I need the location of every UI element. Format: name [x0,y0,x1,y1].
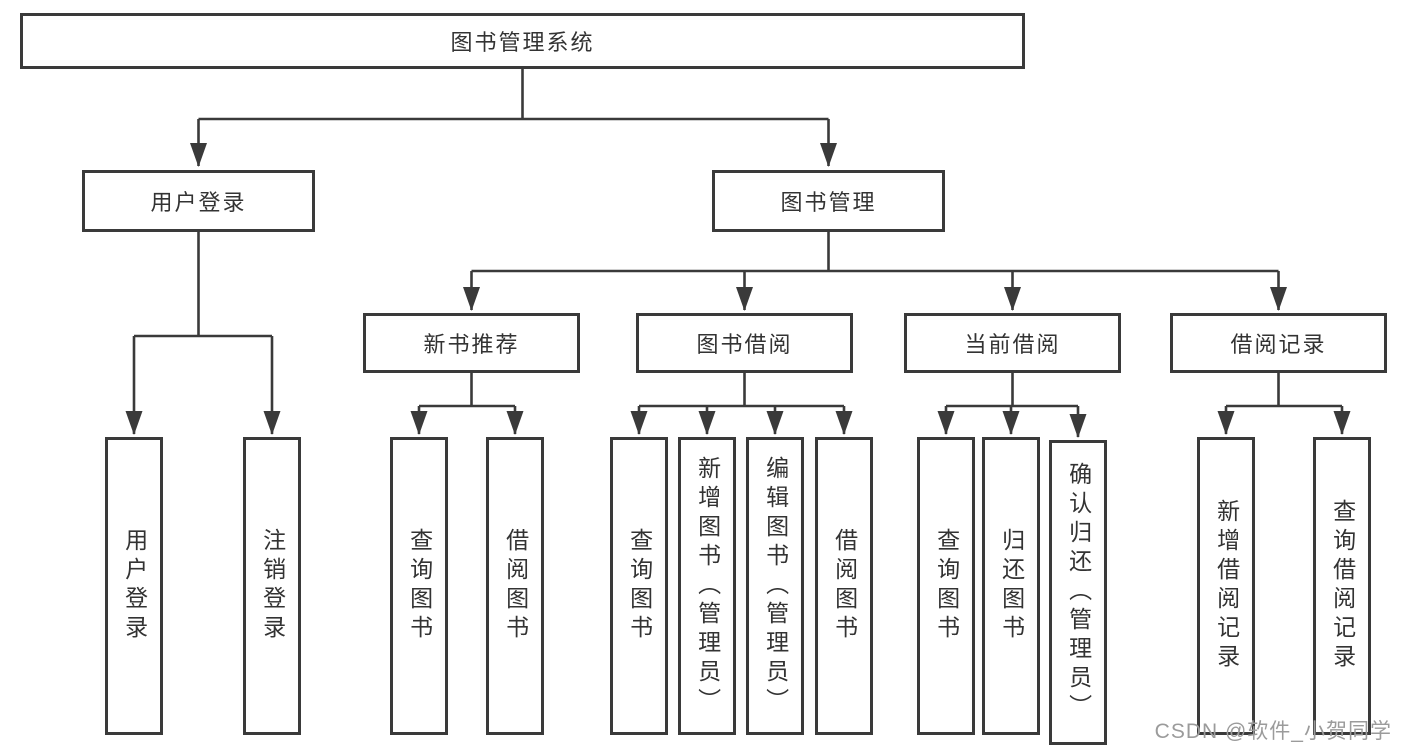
node-user-login: 用户登录 [82,170,315,232]
leaf-current-query-books: 查询图书 [917,437,975,735]
csdn-watermark: CSDN @软件_小贺同学 [1154,720,1392,743]
leaf-confirm-return-admin: 确认归还（管理员） [1049,440,1107,745]
node-current-borrow: 当前借阅 [904,313,1121,373]
leaf-return-books: 归还图书 [982,437,1040,735]
node-root: 图书管理系统 [20,13,1025,69]
node-borrow-records: 借阅记录 [1170,313,1387,373]
leaf-user-login: 用户登录 [105,437,163,735]
leaf-recommend-query-books: 查询图书 [390,437,448,735]
node-book-borrow: 图书借阅 [636,313,853,373]
leaf-add-borrow-record: 新增借阅记录 [1197,437,1255,735]
leaf-borrow-query-books: 查询图书 [610,437,668,735]
node-new-book-recommend: 新书推荐 [363,313,580,373]
leaf-edit-books-admin: 编辑图书（管理员） [746,437,804,735]
leaf-borrow-books: 借阅图书 [815,437,873,735]
leaf-add-books-admin: 新增图书（管理员） [678,437,736,735]
node-book-management: 图书管理 [712,170,945,232]
leaf-query-borrow-record: 查询借阅记录 [1313,437,1371,735]
leaf-logout: 注销登录 [243,437,301,735]
leaf-recommend-borrow-books: 借阅图书 [486,437,544,735]
